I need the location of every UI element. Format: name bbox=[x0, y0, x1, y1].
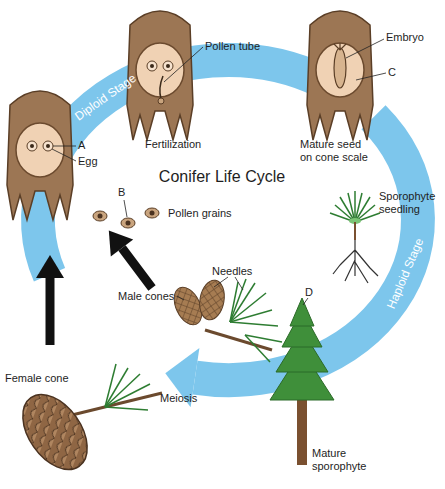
needle bbox=[105, 374, 140, 407]
leader-line bbox=[214, 277, 228, 287]
branch bbox=[205, 330, 272, 350]
part-label: Fertilization bbox=[145, 138, 225, 151]
leader-line bbox=[53, 146, 76, 147]
egg-cell bbox=[163, 61, 173, 71]
leader-line bbox=[235, 277, 243, 290]
leader-line bbox=[303, 298, 308, 305]
cotyledon bbox=[334, 43, 346, 50]
part-label: Female cone bbox=[5, 372, 85, 385]
seedling-roots bbox=[333, 240, 378, 283]
leader-line bbox=[356, 73, 386, 80]
embryo bbox=[334, 48, 346, 88]
seed-scale bbox=[307, 11, 373, 140]
pollen-nucleus bbox=[150, 211, 155, 216]
seedling-needles bbox=[330, 191, 380, 222]
diagram-title: Conifer Life Cycle bbox=[112, 168, 332, 186]
part-label: Pollen grains bbox=[168, 207, 248, 220]
needle bbox=[105, 384, 150, 407]
pollen-nucleus bbox=[126, 221, 131, 226]
female-cone bbox=[10, 383, 101, 482]
egg-cell bbox=[43, 141, 53, 151]
part-label: B bbox=[118, 186, 138, 199]
stage-arrow bbox=[46, 275, 55, 345]
needle bbox=[230, 279, 246, 322]
egg-nucleus bbox=[46, 144, 50, 148]
egg-nucleus bbox=[30, 144, 34, 148]
part-label: Male cones bbox=[118, 290, 180, 303]
needle bbox=[245, 335, 270, 362]
needle bbox=[105, 407, 148, 410]
stage-arrowhead bbox=[109, 230, 133, 256]
leader-line bbox=[177, 296, 184, 300]
stage-arrowhead bbox=[36, 255, 64, 278]
part-label: Pollen tube bbox=[205, 40, 285, 53]
needles bbox=[105, 364, 150, 410]
pollen-grain bbox=[158, 98, 164, 104]
cycle-band bbox=[195, 117, 418, 380]
needle bbox=[230, 310, 272, 322]
part-label: D bbox=[305, 286, 325, 299]
leader-line bbox=[124, 200, 127, 217]
needle bbox=[230, 322, 278, 326]
needle bbox=[348, 193, 355, 222]
tree-trunk bbox=[297, 395, 307, 465]
pollen-grain bbox=[93, 211, 107, 221]
pollen-nucleus bbox=[98, 214, 103, 219]
pollen-tube bbox=[160, 76, 163, 99]
stage-arrow bbox=[122, 248, 152, 288]
pollen-grain bbox=[145, 208, 159, 218]
needles bbox=[230, 279, 282, 362]
needle bbox=[230, 282, 238, 322]
part-label: Mature seed on cone scale bbox=[300, 138, 374, 163]
pollen-grain bbox=[121, 218, 135, 228]
egg-nucleus bbox=[166, 64, 170, 68]
part-label: Needles bbox=[212, 265, 272, 278]
leader-line bbox=[164, 47, 203, 82]
leader-lines bbox=[52, 39, 386, 305]
part-label: A bbox=[78, 139, 98, 152]
egg-cell bbox=[147, 61, 157, 71]
canopy-tier bbox=[290, 298, 314, 326]
leader-line bbox=[346, 39, 384, 58]
part-label: Egg bbox=[78, 155, 118, 168]
leader-line bbox=[52, 149, 76, 161]
male-cone bbox=[197, 278, 228, 322]
seed-scale bbox=[7, 91, 73, 220]
tree-canopy bbox=[270, 298, 334, 400]
egg-nucleus bbox=[150, 64, 154, 68]
part-label: Mature sporophyte bbox=[312, 447, 384, 472]
part-label: C bbox=[388, 66, 408, 79]
part-label: Meiosis bbox=[160, 392, 220, 405]
part-label: Embryo bbox=[386, 31, 441, 44]
egg-cell bbox=[27, 141, 37, 151]
part-label: Sporophyte seedling bbox=[379, 190, 441, 215]
seedling-stem bbox=[354, 222, 356, 240]
needle bbox=[105, 364, 116, 407]
